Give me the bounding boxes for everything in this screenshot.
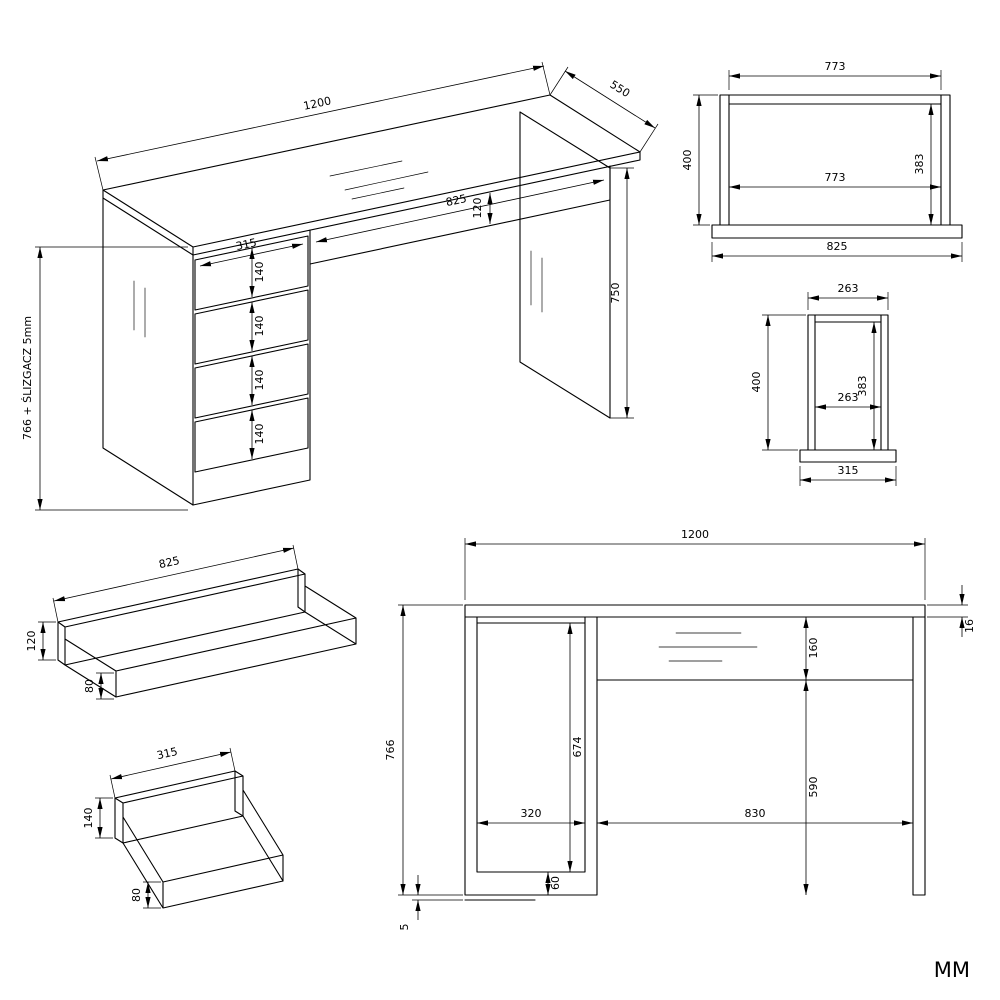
dim-label-top-thickness: 16 xyxy=(963,619,976,633)
dim-label-desk-depth: 550 xyxy=(608,78,633,100)
dim-label-elevation-width: 1200 xyxy=(681,528,709,541)
dim-label-center-drawer-height: 120 xyxy=(471,198,484,219)
elevation-handle-marks xyxy=(658,632,758,662)
dim-label-sideframe-base: 315 xyxy=(838,464,859,477)
dim-label-pedestal-inner-width: 320 xyxy=(521,807,542,820)
dim-label-small-drawer-front-height: 140 xyxy=(82,808,95,829)
dim-label-pedestal-inner-height: 674 xyxy=(571,737,584,758)
dim-line-large-drawer-width xyxy=(53,547,295,602)
desk-drawer-fronts xyxy=(194,235,309,473)
back-frame-outline xyxy=(711,94,963,239)
dim-label-backframe-inner-height: 383 xyxy=(913,154,926,175)
dim-label-sideframe-top: 263 xyxy=(838,282,859,295)
dim-label-plinth-height: 60 xyxy=(549,876,562,890)
small-drawer-extension-lines xyxy=(95,747,236,909)
desk-top-outline xyxy=(102,94,641,256)
dim-label-large-drawer-front-height: 120 xyxy=(25,631,38,652)
dim-label-backframe-base: 825 xyxy=(827,240,848,253)
dim-label-desk-width: 1200 xyxy=(302,94,332,113)
dim-label-sideframe-inner-height: 383 xyxy=(856,376,869,397)
dim-line-small-drawer-width xyxy=(110,751,232,780)
desk-right-panel-outline xyxy=(519,111,611,419)
elevation-extension-lines xyxy=(398,538,968,901)
dim-label-pedestal-width: 315 xyxy=(235,236,258,253)
dim-label-drawer2-height: 140 xyxy=(253,316,266,337)
large-drawer-view: 825 120 80 xyxy=(25,544,357,700)
side-frame-outline xyxy=(799,314,897,463)
dim-label-backframe-top: 773 xyxy=(825,60,846,73)
dim-label-backframe-inner: 773 xyxy=(825,171,846,184)
small-drawer-view: 315 140 80 xyxy=(82,745,284,909)
desk-grain-marks xyxy=(133,160,543,338)
back-frame-view: 773 773 400 383 825 xyxy=(681,60,963,262)
dim-label-knee-space-height: 590 xyxy=(807,777,820,798)
side-frame-extension-lines xyxy=(762,292,897,486)
dim-line-desk-width xyxy=(96,65,545,162)
dim-line-center-drawer-width xyxy=(315,179,605,243)
desk-center-drawer-front xyxy=(309,165,611,265)
dim-label-knee-space-width: 830 xyxy=(745,807,766,820)
dim-label-backframe-height: 400 xyxy=(681,150,694,171)
dim-label-small-drawer-side-height: 80 xyxy=(130,888,143,902)
dim-label-drawer1-height: 140 xyxy=(253,262,266,283)
dim-label-small-drawer-width: 315 xyxy=(156,745,179,762)
dim-label-large-drawer-side-height: 80 xyxy=(83,679,96,693)
desk-left-panel-outline xyxy=(102,197,194,506)
elevation-outline xyxy=(464,604,926,901)
dim-label-drawer4-height: 140 xyxy=(253,424,266,445)
units-label: MM xyxy=(934,958,970,982)
dim-label-sideframe-inner: 263 xyxy=(838,391,859,404)
front-elevation-view: 1200 16 160 590 766 674 320 830 60 5 xyxy=(384,528,976,931)
dim-label-total-height: 766 + ŚLIZGACZ 5mm xyxy=(21,316,34,440)
iso-extension-lines xyxy=(35,61,659,511)
dim-label-drawer3-height: 140 xyxy=(253,370,266,391)
dim-line-desk-depth xyxy=(564,70,656,129)
dim-label-elevation-total-height: 766 xyxy=(384,740,397,761)
small-drawer-outline xyxy=(114,770,284,909)
large-drawer-extension-lines xyxy=(38,544,299,700)
dim-label-glide-height: 5 xyxy=(398,924,411,931)
dim-label-apron-height: 160 xyxy=(807,638,820,659)
side-frame-view: 263 263 400 383 315 xyxy=(750,282,897,486)
dim-label-large-drawer-width: 825 xyxy=(158,554,181,571)
desk-pedestal-outline xyxy=(192,229,311,506)
dim-label-sideframe-height: 400 xyxy=(750,372,763,393)
iso-desk-view: 1200 550 750 766 + ŚLIZGACZ 5mm 825 120 … xyxy=(21,61,659,511)
dim-label-desk-height: 750 xyxy=(609,283,622,304)
large-drawer-outline xyxy=(57,568,357,698)
dim-label-center-drawer-width: 825 xyxy=(445,192,468,209)
